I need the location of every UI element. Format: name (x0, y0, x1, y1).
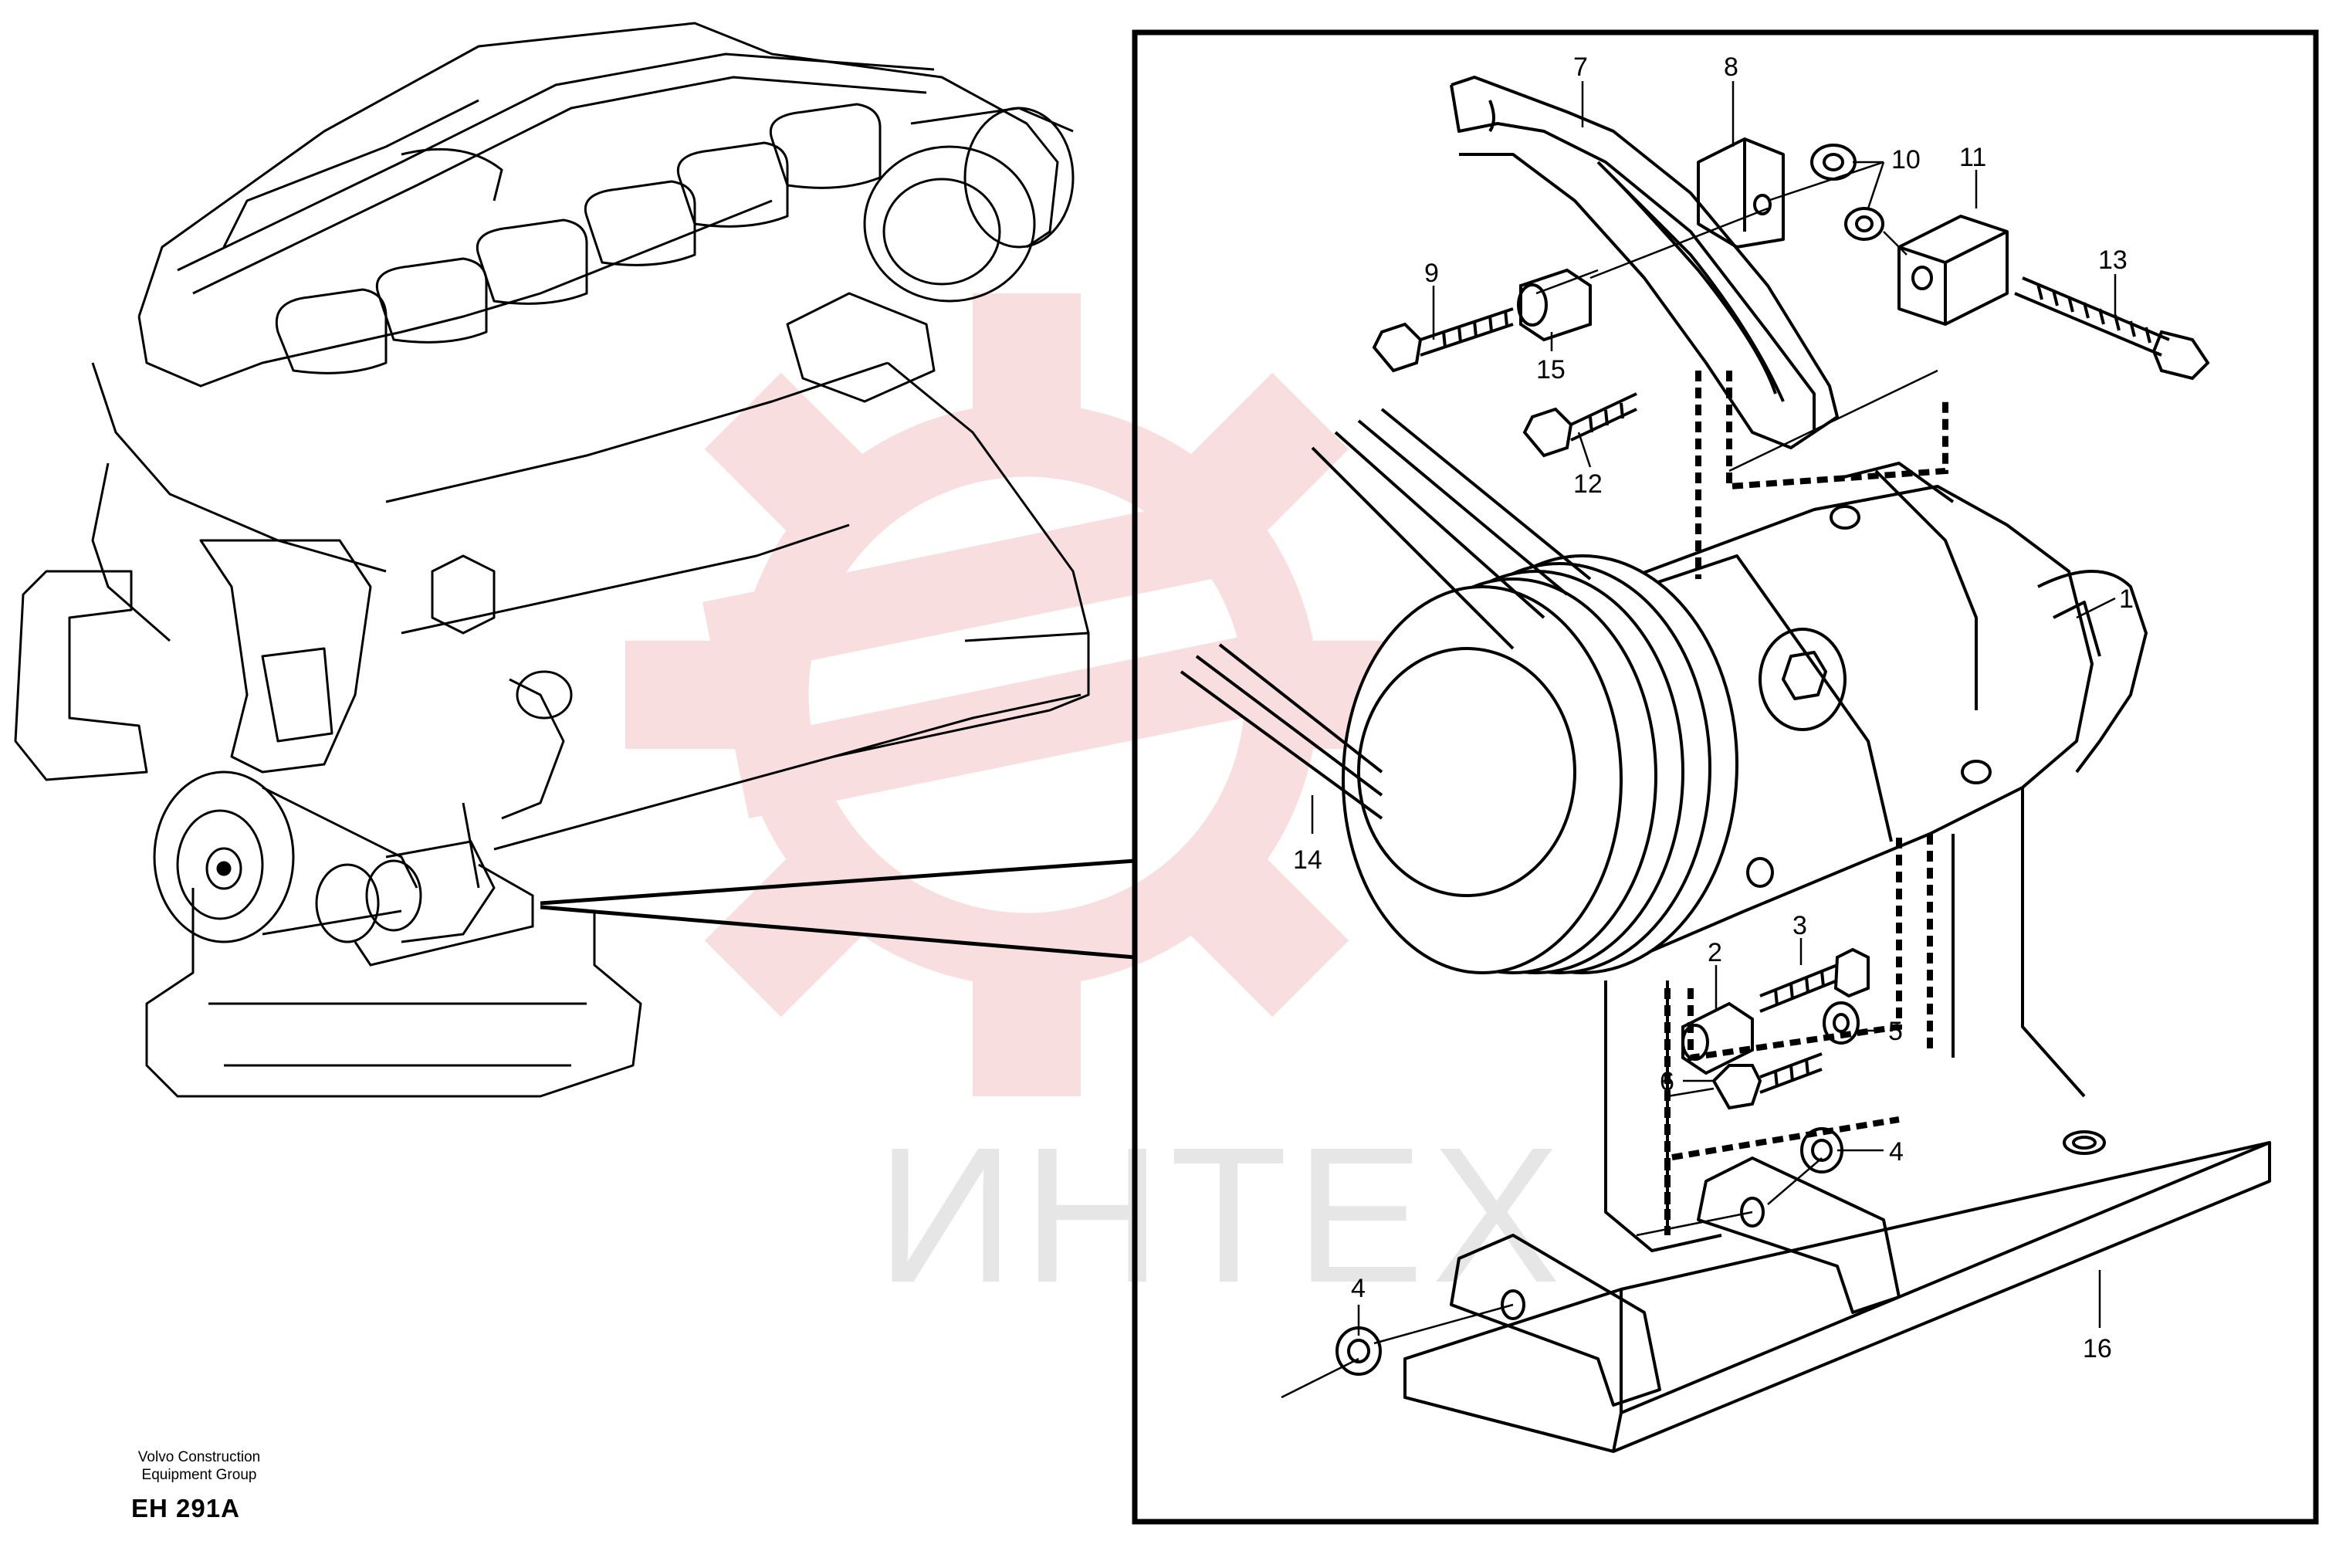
adjusting-bar (1450, 76, 1839, 449)
detail-frame (1132, 29, 2319, 1525)
oil-pan (145, 888, 642, 1098)
spacer-2 (1681, 1001, 1754, 1075)
mounting-bracket-8 (1697, 137, 1785, 249)
spacer-15 (1517, 268, 1592, 342)
watermark-text: ИНТЕХ (876, 1107, 1568, 1322)
publisher-line-2: Equipment Group (141, 1467, 257, 1483)
bolt-3 (1759, 947, 1870, 1013)
callout-3: 3 (1792, 911, 1807, 940)
callout-12: 12 (1573, 469, 1603, 499)
drive-belt (1180, 408, 1592, 820)
callout-11: 11 (1959, 143, 1986, 172)
callout-10: 10 (1891, 145, 1921, 174)
engine-pulley-small (153, 770, 534, 967)
nuts-10 (1810, 144, 1884, 241)
cylinder-head-caps (275, 103, 882, 374)
callout-6: 6 (1660, 1067, 1674, 1096)
bolt-12 (1522, 392, 1637, 458)
engine-overview (14, 22, 1090, 1098)
watermark-gear-logo (625, 293, 1428, 1096)
callout-9: 9 (1424, 259, 1439, 288)
callout-1: 1 (2119, 584, 2134, 614)
bolt-6 (1711, 1052, 1823, 1110)
ac-compressor (1605, 462, 2148, 959)
washer-5 (1823, 1001, 1860, 1045)
compressor-bracket (1403, 787, 2271, 1453)
callout-4-rear: 4 (1889, 1137, 1904, 1167)
dashed-alignment-lines (1664, 371, 1948, 1235)
diagram-code: EH 291A (131, 1494, 240, 1522)
callout-5: 5 (1888, 1017, 1903, 1046)
callout-8: 8 (1724, 52, 1738, 82)
callout-4-front: 4 (1351, 1274, 1366, 1303)
publisher-line-1: Volvo Construction (137, 1449, 261, 1465)
spacer-11 (1897, 215, 2009, 326)
zoom-leader-lines (540, 859, 1136, 960)
compressor-pulley (1342, 554, 1738, 974)
callout-2: 2 (1708, 938, 1722, 967)
callout-15: 15 (1536, 355, 1566, 384)
nut-4-rear (1800, 1127, 1843, 1173)
callout-16: 16 (2083, 1334, 2112, 1363)
callout-labels: 1 2 3 4 4 5 6 7 8 9 10 11 12 13 14 15 16 (1293, 52, 2134, 1363)
callout-13: 13 (2098, 246, 2128, 275)
turbocharger (786, 107, 1075, 403)
callout-14: 14 (1293, 845, 1322, 875)
callout-leaders (1311, 81, 2117, 1336)
callout-7: 7 (1573, 52, 1588, 82)
bolt-13 (2014, 276, 2210, 381)
bracket-hole (2063, 1130, 2106, 1155)
bolt-9 (1372, 307, 1514, 373)
publisher-label: Volvo Construction Equipment Group (91, 1448, 307, 1484)
assembly-axis-lines (1281, 161, 1938, 1399)
